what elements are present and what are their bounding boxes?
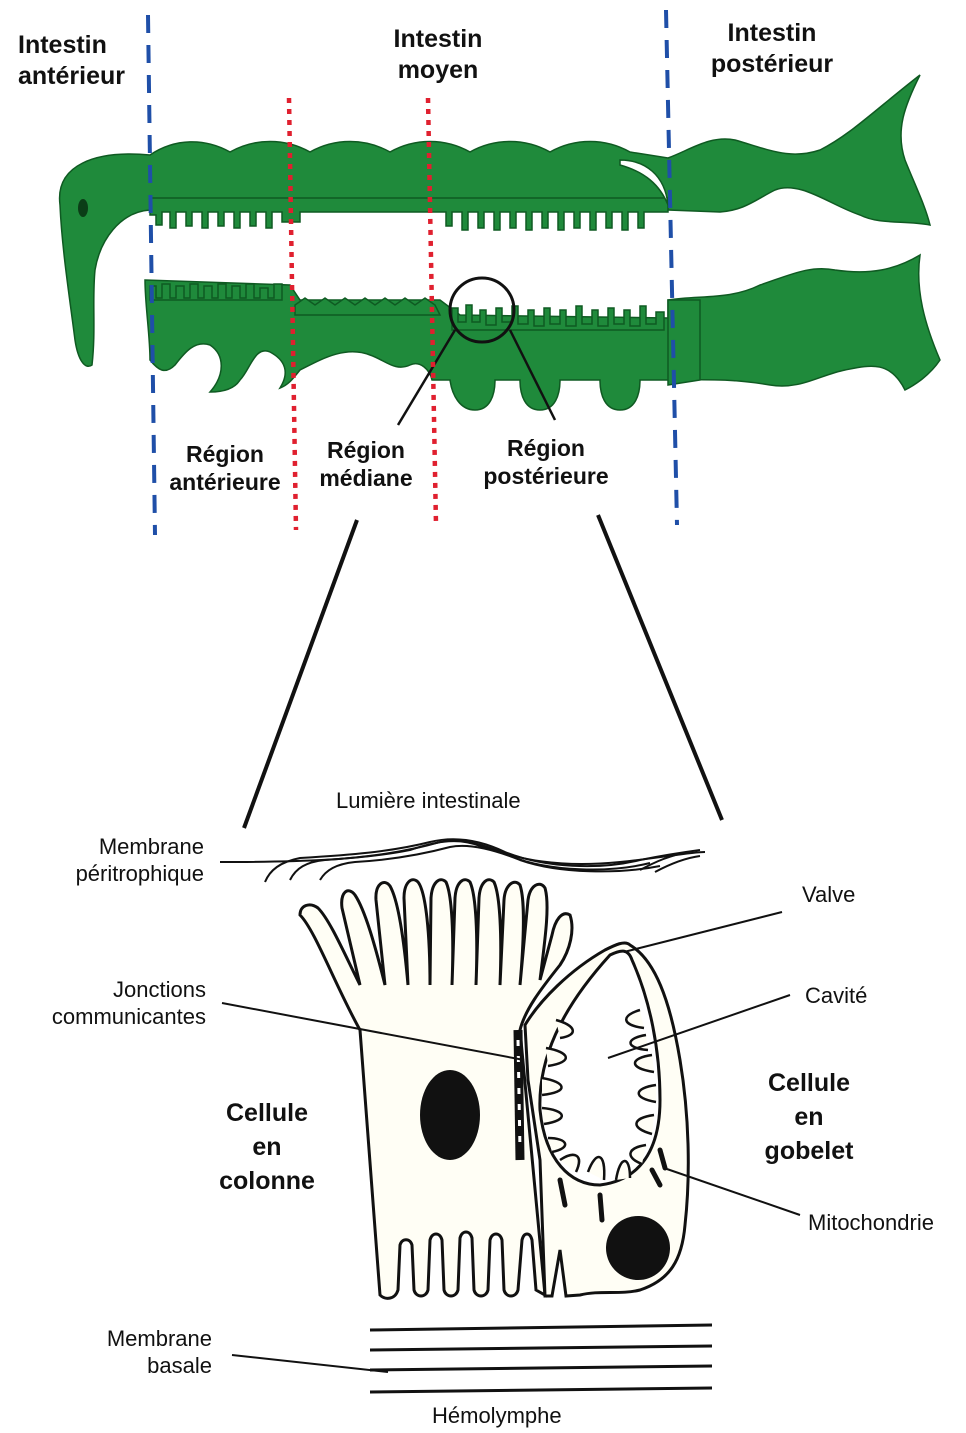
label-jonctions-line1: Jonctions xyxy=(10,977,206,1004)
label-membrane-peritrophique-line1: Membrane xyxy=(20,834,204,861)
label-cellule-en-colonne: Cellule en colonne xyxy=(200,1096,334,1198)
label-valve: Valve xyxy=(802,882,855,909)
label-region-posterieure: Région postérieure xyxy=(466,434,626,490)
gut-spot xyxy=(78,199,88,217)
label-region-mediane: Région médiane xyxy=(300,436,432,492)
label-cellule-gobelet-line3: gobelet xyxy=(742,1134,876,1168)
label-membrane-basale-line2: basale xyxy=(40,1353,212,1380)
label-intestin-moyen-line1: Intestin xyxy=(368,24,508,55)
label-region-anterieure: Région antérieure xyxy=(156,440,294,496)
zoom-line-left xyxy=(244,520,357,828)
label-intestin-posterieur-line2: postérieur xyxy=(692,49,852,80)
label-lumiere-intestinale: Lumière intestinale xyxy=(336,788,521,815)
label-membrane-basale: Membrane basale xyxy=(40,1326,212,1380)
gut-upper-villi xyxy=(150,198,668,230)
label-intestin-posterieur: Intestin postérieur xyxy=(692,18,852,79)
label-region-posterieure-line2: postérieure xyxy=(466,462,626,490)
label-cavite: Cavité xyxy=(805,983,867,1010)
columnar-cell-nucleus xyxy=(420,1070,480,1160)
gut-schematic xyxy=(60,75,940,425)
label-cellule-gobelet-line2: en xyxy=(742,1100,876,1134)
peritrophic-membrane xyxy=(220,839,705,882)
zoom-line-right xyxy=(598,515,722,820)
label-membrane-peritrophique: Membrane péritrophique xyxy=(20,834,204,888)
label-membrane-peritrophique-line2: péritrophique xyxy=(20,861,204,888)
label-mitochondrie: Mitochondrie xyxy=(808,1210,934,1237)
blue-boundary-posterior xyxy=(666,10,677,525)
label-intestin-anterieur: Intestin antérieur xyxy=(18,30,125,91)
label-jonctions-line2: communicantes xyxy=(10,1004,206,1031)
label-region-anterieure-line2: antérieure xyxy=(156,468,294,496)
label-intestin-anterieur-line1: Intestin xyxy=(18,30,125,61)
label-intestin-posterieur-line1: Intestin xyxy=(692,18,852,49)
blue-boundary-anterior xyxy=(148,15,155,535)
label-intestin-moyen-line2: moyen xyxy=(368,55,508,86)
label-cellule-gobelet-line1: Cellule xyxy=(742,1066,876,1100)
label-cellule-en-gobelet: Cellule en gobelet xyxy=(742,1066,876,1168)
gut-lower-wall xyxy=(145,255,940,410)
label-intestin-moyen: Intestin moyen xyxy=(368,24,508,85)
label-jonctions-communicantes: Jonctions communicantes xyxy=(10,977,206,1031)
label-region-mediane-line2: médiane xyxy=(300,464,432,492)
label-region-anterieure-line1: Région xyxy=(156,440,294,468)
label-hemolymphe: Hémolymphe xyxy=(432,1403,562,1430)
label-cellule-colonne-line1: Cellule xyxy=(200,1096,334,1130)
label-region-posterieure-line1: Région xyxy=(466,434,626,462)
label-membrane-basale-line1: Membrane xyxy=(40,1326,212,1353)
label-cellule-colonne-line2: en xyxy=(200,1130,334,1164)
label-region-mediane-line1: Région xyxy=(300,436,432,464)
label-cellule-colonne-line3: colonne xyxy=(200,1164,334,1198)
basal-membrane xyxy=(370,1325,712,1392)
label-intestin-anterieur-line2: antérieur xyxy=(18,61,125,92)
